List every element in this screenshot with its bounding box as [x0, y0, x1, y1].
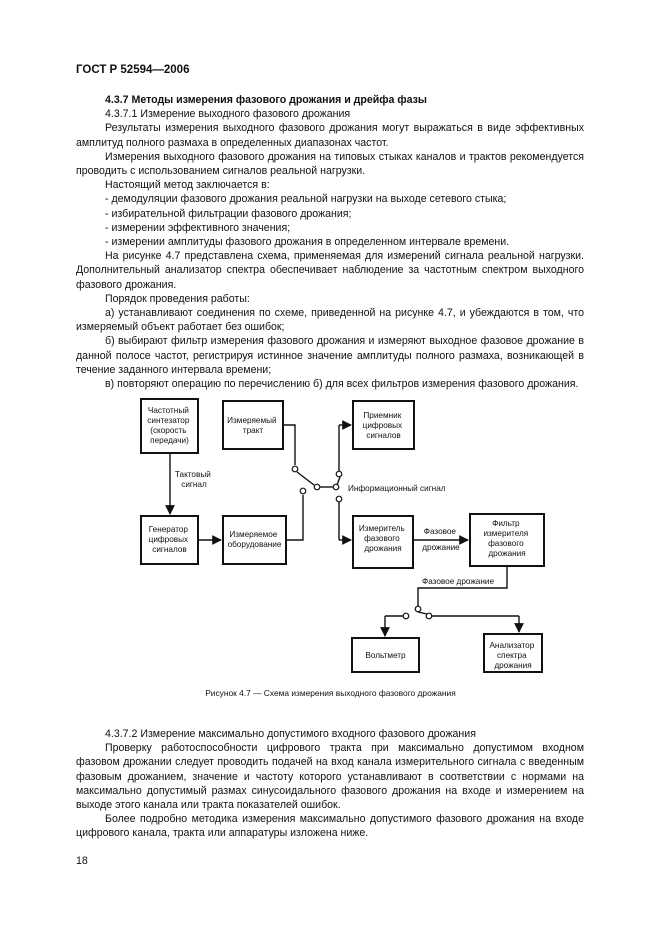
step-item: б) выбирают фильтр измерения фазового др… — [76, 335, 584, 376]
generator-box-label: Генератор цифровых сигналов — [149, 525, 191, 554]
analyzer-box-label: Анализатор спектра дрожания — [489, 641, 536, 670]
jitter-bottom-label: Фазовое дрожание — [422, 577, 494, 586]
figure-caption: Рисунок 4.7 — Схема измерения выходного … — [205, 688, 456, 698]
voltmeter-box — [351, 637, 420, 673]
paragraph: Настоящий метод заключается в: — [105, 179, 270, 192]
section-4-3-7-1: 4.3.7 Методы измерения фазового дрожания… — [76, 93, 584, 391]
switch-terminal — [425, 612, 433, 620]
receiver-box-label: Приемник цифровых сигналов — [363, 411, 405, 440]
switch-terminal — [335, 495, 343, 503]
paragraph: Более подробно методика измерения максим… — [76, 813, 584, 840]
list-item: - измерении амплитуды фазового дрожания … — [105, 236, 510, 249]
equipment-output-line — [286, 495, 304, 541]
subsection-heading: 4.3.7.1 Измерение выходного фазового дро… — [105, 108, 351, 121]
switch-terminal — [313, 483, 321, 491]
paragraph: На рисунке 4.7 представлена схема, приме… — [76, 250, 584, 291]
switch-terminal — [335, 470, 343, 478]
switch-terminal — [291, 465, 299, 473]
measurement-diagram: Частотный синтезатор (скорость передачи)… — [140, 398, 545, 673]
tract-box — [222, 400, 284, 450]
switch-terminal — [299, 487, 307, 495]
paragraph: Результаты измерения выходного фазового … — [76, 122, 584, 149]
section-heading: 4.3.7 Методы измерения фазового дрожания… — [105, 94, 427, 106]
filter-output-line — [417, 566, 508, 606]
paragraph: Проверку работоспособности цифрового тра… — [76, 742, 584, 812]
step-item: в) повторяют операцию по перечислению б)… — [105, 378, 579, 391]
switch-terminal — [332, 483, 340, 491]
switch-terminal — [414, 605, 422, 613]
receiver-box — [352, 400, 415, 450]
equipment-box-label: Измеряемое оборудование — [228, 530, 282, 549]
subsection-heading: 4.3.7.2 Измерение максимально допустимог… — [105, 728, 476, 740]
list-item: - демодуляции фазового дрожания реальной… — [105, 193, 507, 206]
synth-box-label: Частотный синтезатор (скорость передачи) — [147, 406, 191, 445]
paragraph: Измерения выходного фазового дрожания на… — [76, 150, 584, 178]
filter-box-label: Фильтр измерителя фазового дрожания — [483, 519, 530, 558]
equipment-box — [222, 515, 287, 565]
jitter-meter-box-label: Измеритель фазового дрожания — [359, 524, 407, 553]
tract-output-line — [283, 424, 296, 465]
list-item: - избирательной фильтрации фазового дрож… — [105, 207, 352, 220]
analyzer-box — [483, 633, 543, 673]
jitter-meter-box — [352, 515, 414, 569]
voltmeter-box-label: Вольтметр — [365, 651, 406, 660]
switch-lever — [296, 471, 315, 486]
list-item: - измерении эффективного значения; — [105, 221, 291, 234]
section-4-3-7-2: 4.3.7.2 Измерение максимально допустимог… — [76, 727, 584, 841]
paragraph: Порядок проведения работы: — [105, 292, 250, 305]
jitter-mid-label: Фазовое дрожание — [422, 527, 460, 552]
page-number: 18 — [76, 855, 88, 867]
document-header: ГОСТ Р 52594—2006 — [76, 64, 190, 76]
step-item: а) устанавливают соединения по схеме, пр… — [76, 307, 584, 334]
generator-box — [140, 515, 199, 565]
clock-label: Тактовый сигнал — [175, 470, 213, 489]
switch-lever — [417, 611, 428, 615]
synth-box — [140, 398, 199, 454]
filter-box — [469, 513, 545, 567]
switch-lever — [336, 476, 341, 486]
switch-terminal — [402, 612, 410, 620]
info-signal-label: Информационный сигнал — [348, 484, 446, 493]
tract-box-label: Измеряемый тракт — [227, 416, 279, 435]
